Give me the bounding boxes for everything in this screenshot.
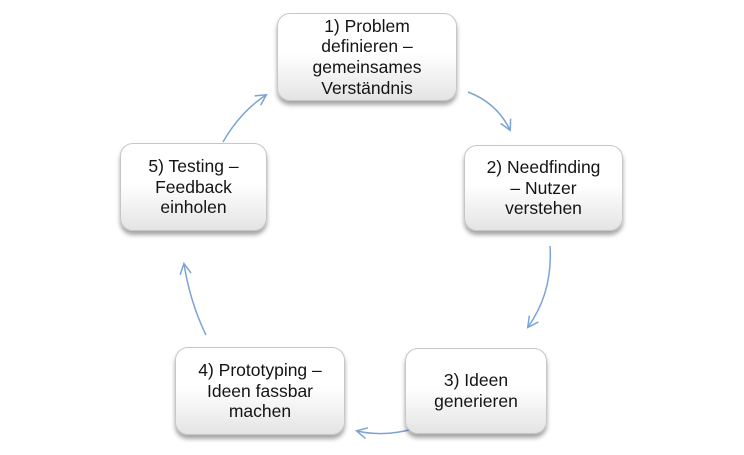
arrow-step1-to-step2-icon [467,91,512,132]
cycle-node-prototyping: 4) Prototyping – Ideen fassbar machen [175,347,345,435]
cycle-node-label: 2) Needfinding – Nutzer verstehen [486,157,601,219]
cycle-node-testing: 5) Testing – Feedback einholen [120,143,267,231]
arrow-step3-to-step4-icon [354,427,414,440]
arrow-step4-to-step5-icon [179,261,207,336]
cycle-node-needfinding: 2) Needfinding – Nutzer verstehen [464,145,623,231]
cycle-node-label: 5) Testing – Feedback einholen [148,156,239,218]
cycle-node-problem-definieren: 1) Problem definieren – gemeinsames Vers… [277,13,457,101]
cycle-node-ideen-generieren: 3) Ideen generieren [405,348,547,434]
arrow-step2-to-step3-icon [526,245,552,329]
cycle-node-label: 1) Problem definieren – gemeinsames Vers… [312,15,422,98]
cycle-node-label: 3) Ideen generieren [434,370,518,411]
arrow-step5-to-step1-icon [222,93,268,143]
cycle-node-label: 4) Prototyping – Ideen fassbar machen [198,360,322,422]
